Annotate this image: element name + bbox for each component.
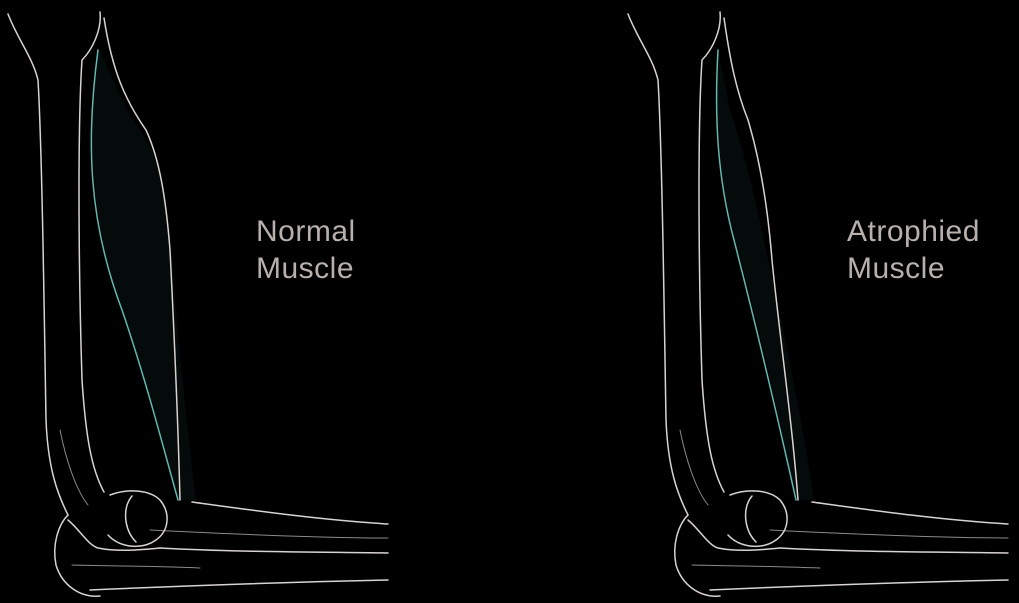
ulna-lower-edge [709,579,1009,591]
joint-shadow [691,564,821,569]
joint-shadow [71,564,201,569]
atrophied-label-line-2: Muscle [847,252,946,285]
olecranon [674,514,721,597]
biceps-inner-edge [90,49,179,501]
atrophied-muscle-belly [717,50,814,500]
humerus-front-edge [78,11,105,493]
atrophied-biceps-inner-edge [715,49,797,501]
elbow-trochlea [727,490,788,547]
olecranon [54,514,101,597]
humerus-shadow [59,429,89,506]
normal-label-line-2: Muscle [256,252,355,285]
humerus-bone [7,13,69,516]
forearm-lower-edge [159,547,389,554]
atrophied-muscle-label: Atrophied Muscle [847,213,980,287]
normal-arm-illustration [7,11,389,597]
forearm-lower-edge [779,547,1009,554]
atrophied-muscle-panel [620,0,1019,603]
elbow-capitulum [124,495,137,543]
ulna-lower-edge [89,579,389,591]
atrophied-label-line-1: Atrophied [847,215,980,248]
radius-shaft-line [769,529,1009,539]
elbow-trochlea [107,490,168,547]
elbow-condyle [67,519,161,552]
normal-muscle-panel: Normal Muscle [0,0,500,603]
forearm-upper-edge [811,501,1009,525]
humerus-shadow [679,429,709,506]
normal-label-line-1: Normal [256,215,356,248]
atrophied-arm-illustration [627,11,1009,597]
elbow-condyle [687,519,781,552]
atrophied-biceps-outer-contour [723,17,799,501]
humerus-bone [627,13,689,516]
forearm-upper-edge [191,501,389,525]
biceps-muscle-belly [92,50,196,500]
elbow-capitulum [744,495,757,543]
normal-muscle-label: Normal Muscle [256,213,356,287]
radius-shaft-line [149,529,389,539]
humerus-front-edge [698,11,725,493]
biceps-outer-contour [103,17,181,501]
